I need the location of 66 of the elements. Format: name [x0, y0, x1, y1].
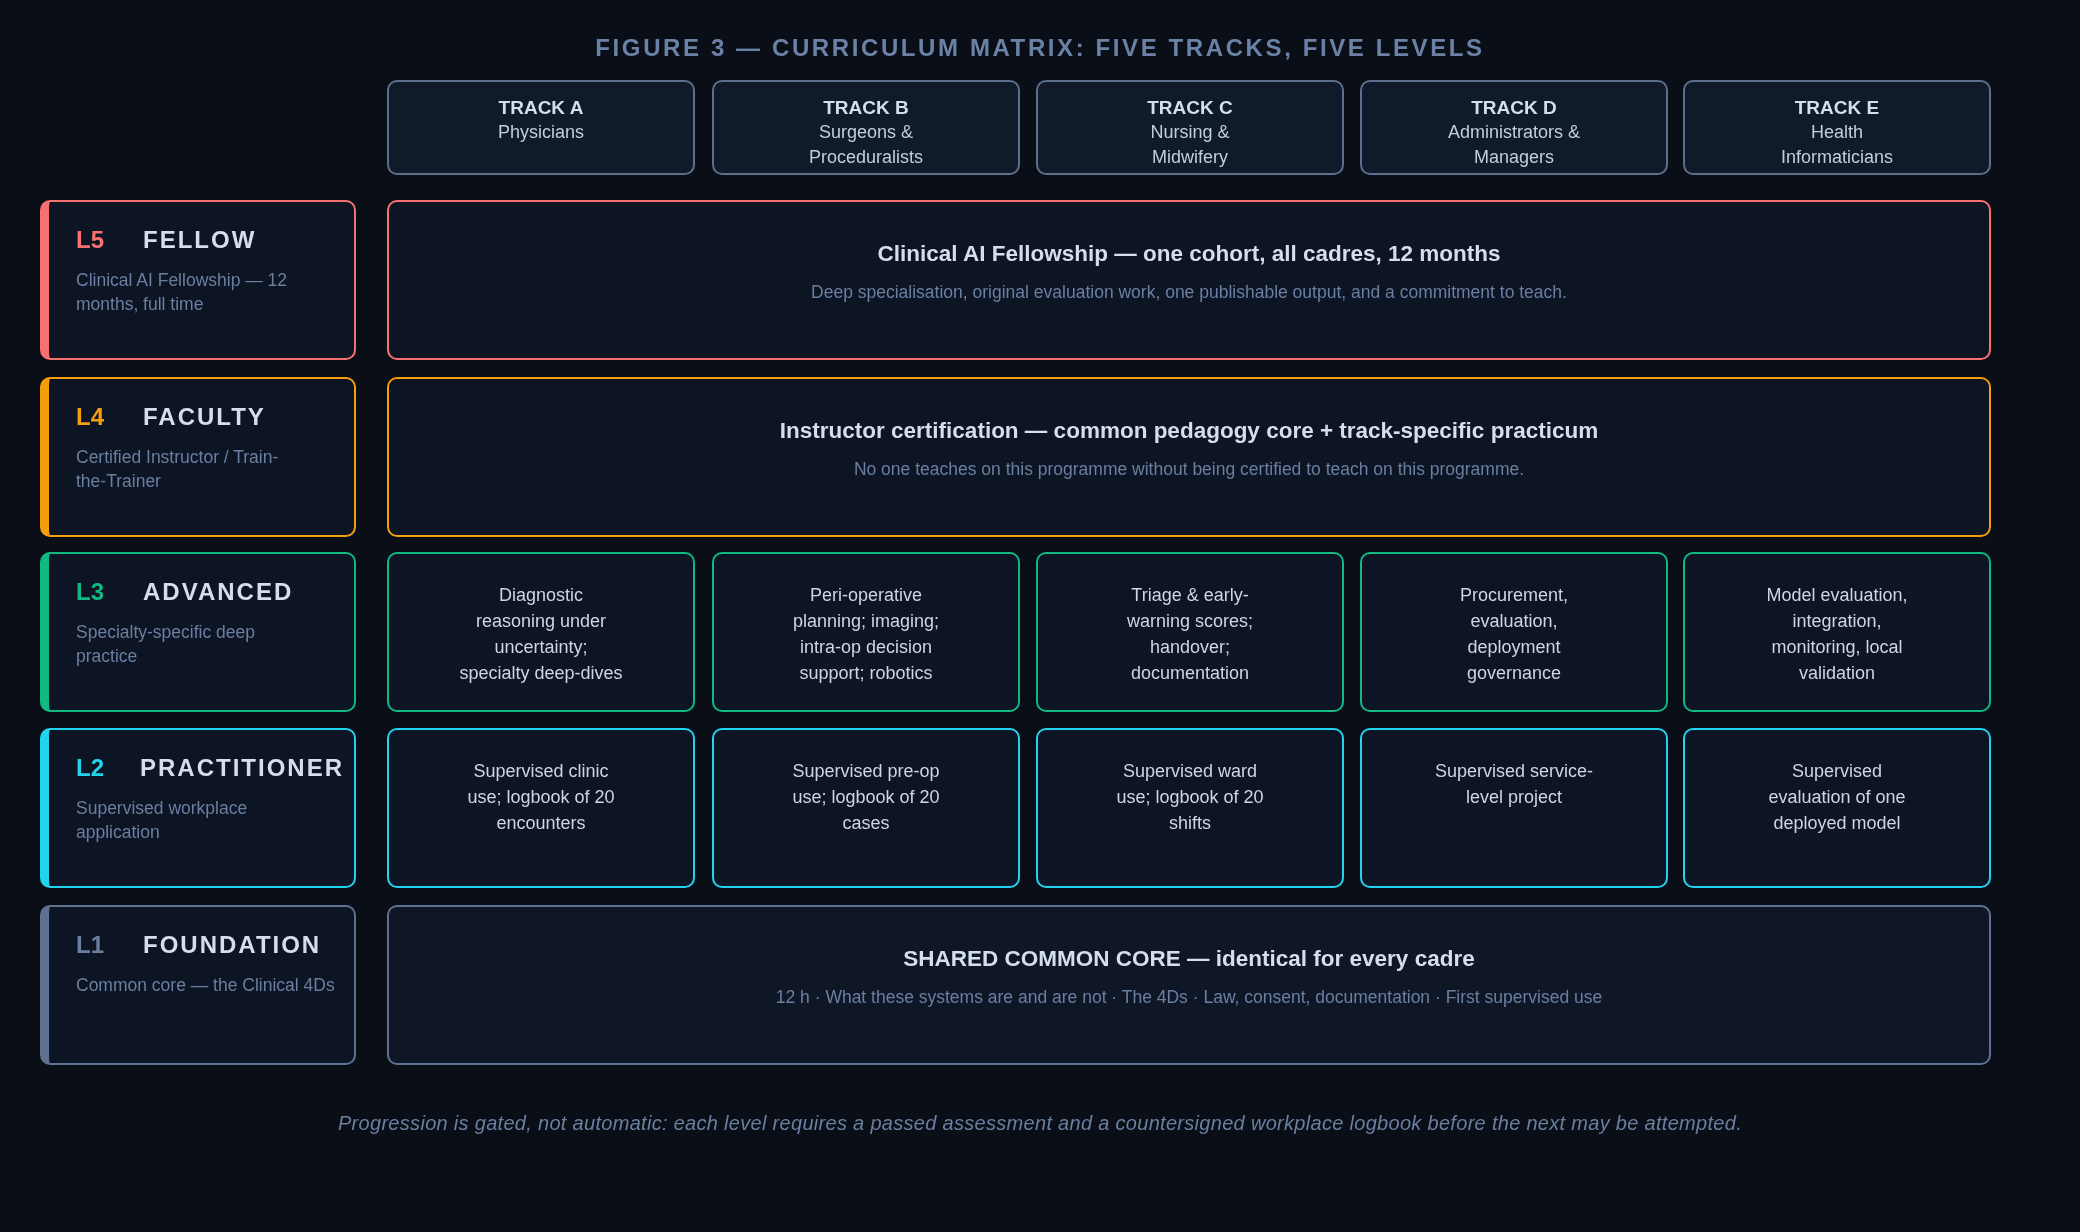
module-description: Triage & early-warning scores; handover; documentation: [1125, 584, 1255, 685]
level-description: Supervised workplace application: [76, 797, 249, 844]
module-description: Supervised service-level project: [1433, 760, 1595, 809]
band-description: 12 h · What these systems are and are not · The 4Ds · Law, consent, documentation · First supervised use: [775, 986, 1603, 1009]
figure-caption: Progression is gated, not automatic: each level requires a passed assessment and a countersigned workplace logbook before the next may be attempted.: [337, 1112, 1743, 1134]
level-code: L4: [76, 402, 105, 432]
level-description: Specialty-specific deep practice: [76, 621, 256, 668]
module-description: Diagnostic reasoning under uncertainty; specialty deep-dives: [458, 584, 624, 685]
track-header-card: [1683, 80, 1991, 175]
module-description: Supervised clinic use; logbook of 20 encounters: [466, 760, 616, 835]
module-card: [387, 728, 695, 888]
module-description: Supervised ward use; logbook of 20 shifts: [1115, 760, 1265, 835]
module-card: [1683, 728, 1991, 888]
module-card: [1036, 728, 1344, 888]
track-header-card: [1360, 80, 1668, 175]
track-label: TRACK B: [823, 96, 909, 120]
level-card: [40, 552, 356, 712]
module-card: [1360, 552, 1668, 712]
track-audience: Administrators & Managers: [1446, 121, 1581, 169]
level-card: [40, 200, 356, 360]
track-header-card: [387, 80, 695, 175]
level-card: [40, 728, 356, 888]
module-card: [1360, 728, 1668, 888]
track-audience: Surgeons & Proceduralists: [807, 121, 924, 169]
level-description: Common core — the Clinical 4Ds: [76, 974, 335, 997]
track-label: TRACK E: [1794, 96, 1880, 120]
shared-module-band: [387, 905, 1991, 1065]
band-title: Clinical AI Fellowship — one cohort, all cadres, 12 months: [877, 240, 1501, 268]
track-header-card: [1036, 80, 1344, 175]
level-code: L1: [76, 930, 105, 960]
level-code: L2: [76, 753, 105, 783]
level-name: ADVANCED: [143, 577, 294, 607]
shared-module-band: [387, 377, 1991, 537]
track-label: TRACK D: [1471, 96, 1557, 120]
track-header-card: [712, 80, 1020, 175]
level-description: Certified Instructor / Train-the-Trainer: [76, 446, 280, 493]
level-code: L5: [76, 225, 105, 255]
band-description: Deep specialisation, original evaluation work, one publishable output, and a commitment to teach.: [811, 281, 1567, 304]
track-audience: Nursing & Midwifery: [1149, 121, 1231, 169]
module-description: Model evaluation, integration, monitoring, local validation: [1765, 584, 1909, 685]
level-name: FELLOW: [143, 225, 257, 255]
track-audience: Physicians: [497, 121, 584, 144]
module-card: [712, 728, 1020, 888]
module-description: Supervised pre-op use; logbook of 20 cases: [791, 760, 941, 835]
track-label: TRACK A: [498, 96, 584, 120]
track-audience: Health Informaticians: [1779, 121, 1894, 169]
module-description: Supervised evaluation of one deployed model: [1767, 760, 1907, 835]
module-description: Peri-operative planning; imaging; intra-op decision support; robotics: [791, 584, 941, 685]
shared-module-band: [387, 200, 1991, 360]
level-name: FACULTY: [143, 402, 266, 432]
module-card: [712, 552, 1020, 712]
module-card: [1036, 552, 1344, 712]
level-code: L3: [76, 577, 105, 607]
module-description: Procurement, evaluation, deployment governance: [1458, 584, 1569, 685]
module-card: [387, 552, 695, 712]
level-card: [40, 905, 356, 1065]
track-label: TRACK C: [1147, 96, 1233, 120]
band-description: No one teaches on this programme without being certified to teach on this programme.: [853, 458, 1525, 481]
level-name: FOUNDATION: [143, 930, 322, 960]
level-card: [40, 377, 356, 537]
module-card: [1683, 552, 1991, 712]
band-title: SHARED COMMON CORE — identical for every cadre: [903, 945, 1475, 973]
band-title: Instructor certification — common pedagogy core + track-specific practicum: [779, 417, 1599, 445]
level-description: Clinical AI Fellowship — 12 months, full time: [76, 269, 289, 316]
level-name: PRACTITIONER: [140, 753, 344, 783]
figure-title: FIGURE 3 — CURRICULUM MATRIX: FIVE TRACKS, FIVE LEVELS: [595, 34, 1485, 61]
